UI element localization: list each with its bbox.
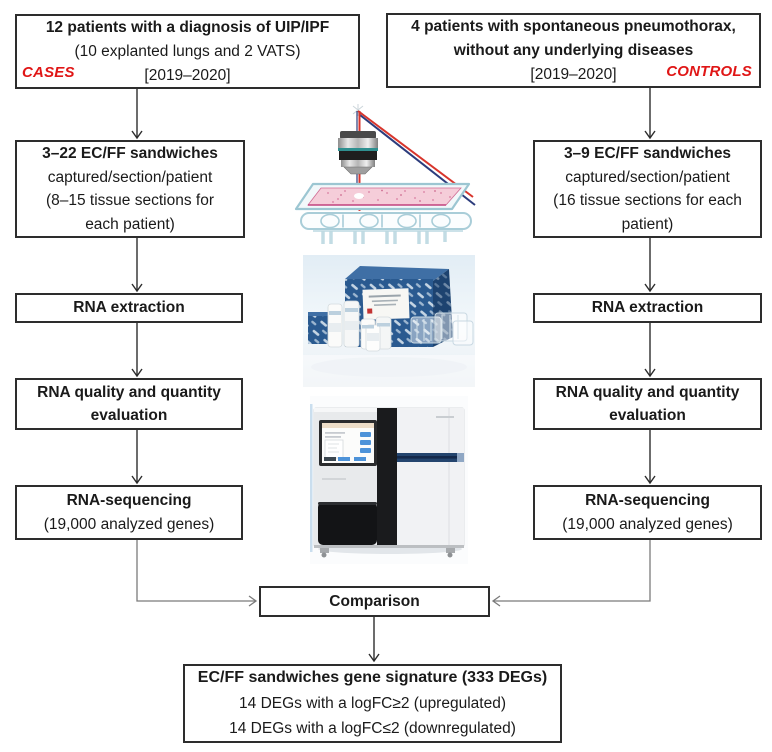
controls-patients-box: 4 patients with spontaneous pneumothorax…	[386, 13, 761, 88]
controls-rna-sequencing-genes: (19,000 analyzed genes)	[562, 515, 733, 533]
controls-sandwiches-line2: captured/section/patient	[565, 168, 730, 186]
cases-sandwiches-title: 3–22 EC/FF sandwiches	[42, 145, 218, 162]
microscope-objective-icon	[338, 131, 378, 175]
controls-patients-detail: without any underlying diseases	[453, 41, 694, 59]
cases-sandwiches-line3: (8–15 tissue sections for	[45, 192, 214, 209]
sequencer-touchscreen	[319, 420, 377, 466]
result-downregulated: 14 DEGs with a logFC≤2 (downregulated)	[229, 720, 516, 738]
controls-sandwiches-line4: patient)	[621, 215, 674, 233]
sequencer-right-panel	[397, 408, 464, 547]
controls-sandwiches-line3: (16 tissue sections for each	[553, 192, 742, 209]
controls-role-label: CONTROLS	[666, 62, 752, 80]
sequencer-center-pillar	[377, 408, 397, 547]
kit-reflection	[303, 355, 475, 387]
gray-elbow-connectors	[136, 540, 651, 607]
controls-sandwiches-box: 3–9 EC/FF sandwiches captured/section/pa…	[533, 140, 762, 238]
controls-rna-quality-line1: RNA quality and quantity	[555, 383, 740, 401]
sequencer-logo-text	[322, 478, 346, 480]
controls-rna-extraction-box: RNA extraction	[533, 293, 762, 323]
tissue-speckles	[327, 190, 451, 203]
gene-signature-result-box: EC/FF sandwiches gene signature (333 DEG…	[183, 664, 562, 743]
black-arrows	[131, 88, 656, 663]
controls-rna-extraction-label: RNA extraction	[591, 299, 704, 317]
result-upregulated: 14 DEGs with a logFC≥2 (upregulated)	[239, 694, 506, 712]
tissue-slide-icon	[294, 182, 471, 211]
laser-capture-microdissection-illustration	[294, 104, 476, 244]
controls-rna-sequencing-box: RNA-sequencing (19,000 analyzed genes)	[533, 485, 762, 540]
kit-label	[362, 288, 410, 320]
kit-bottles-icon	[327, 300, 392, 352]
tube-cap-strip-icon	[300, 212, 472, 244]
controls-patients-title: 4 patients with spontaneous pneumothorax…	[411, 17, 736, 35]
cases-rna-extraction-box: RNA extraction	[15, 293, 243, 323]
rna-extraction-kit-photo	[303, 255, 475, 387]
controls-rna-quality-box: RNA quality and quantity evaluation	[533, 378, 762, 430]
cases-rna-quality-line2: evaluation	[90, 407, 168, 424]
cases-rna-sequencing-title: RNA-sequencing	[66, 492, 192, 509]
controls-patients-years: [2019–2020]	[530, 65, 617, 83]
cases-rna-quality-line1: RNA quality and quantity	[37, 383, 221, 401]
result-title: EC/FF sandwiches gene signature (333 DEG…	[197, 669, 548, 687]
comparison-label: Comparison	[329, 592, 420, 610]
kit-floor-shadow	[311, 357, 467, 377]
controls-rna-quality-line2: evaluation	[609, 407, 686, 424]
cases-sandwiches-box: 3–22 EC/FF sandwiches captured/section/p…	[15, 140, 245, 238]
rna-sequencing-instrument-photo	[310, 396, 468, 564]
cases-patients-years: [2019–2020]	[144, 66, 231, 84]
comparison-box: Comparison	[259, 586, 490, 617]
sequencer-lower-drawer	[318, 502, 377, 545]
cases-patients-title: 12 patients with a diagnosis of UIP/IPF	[45, 18, 330, 36]
kit-clear-trays-icon	[410, 312, 474, 346]
cases-patients-detail: (10 explanted lungs and 2 VATS)	[74, 42, 301, 60]
controls-rna-sequencing-title: RNA-sequencing	[585, 492, 710, 509]
cases-rna-quality-box: RNA quality and quantity evaluation	[15, 378, 243, 430]
cases-rna-sequencing-box: RNA-sequencing (19,000 analyzed genes)	[15, 485, 243, 540]
cases-sandwiches-line2: captured/section/patient	[47, 168, 213, 186]
cases-sandwiches-line4: each patient)	[85, 215, 175, 233]
cases-rna-extraction-label: RNA extraction	[73, 299, 185, 317]
cases-patients-box: 12 patients with a diagnosis of UIP/IPF …	[15, 14, 360, 89]
cases-rna-sequencing-genes: (19,000 analyzed genes)	[43, 515, 215, 533]
controls-sandwiches-title: 3–9 EC/FF sandwiches	[563, 145, 732, 162]
sequencer-base-feet	[314, 545, 464, 558]
cases-role-label: CASES	[22, 63, 75, 81]
